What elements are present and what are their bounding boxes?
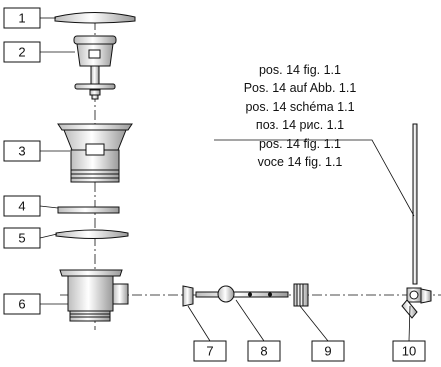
callout-number: 9: [324, 344, 331, 359]
callout-number: 4: [18, 199, 25, 214]
part-1-cap: [54, 12, 136, 24]
part-5-washer: [55, 229, 129, 239]
note-line: pos. 14 fig. 1.1: [258, 136, 341, 151]
part-8-rod: [195, 285, 289, 303]
callout-number: 1: [18, 11, 25, 26]
callout-leader-line: [408, 305, 411, 342]
callout-1: 1: [3, 7, 56, 29]
callout-box: [3, 293, 41, 315]
callout-box: [392, 340, 426, 362]
note-line: Pos. 14 auf Abb. 1.1: [243, 81, 357, 96]
note-line: pos. 14 schéma 1.1: [245, 99, 355, 114]
callout-leader-line: [39, 233, 58, 239]
callout-7: 7: [187, 305, 227, 362]
note-line: voce 14 fig. 1.1: [257, 155, 343, 170]
callout-number: 6: [18, 297, 25, 312]
callout-8: 8: [235, 299, 281, 362]
position-reference-note: pos. 14 fig. 1.1 Pos. 14 auf Abb. 1.1 po…: [214, 61, 386, 171]
part-6-drain-body: [59, 269, 129, 322]
callout-2: 2: [3, 41, 75, 63]
callout-leader-line: [235, 299, 265, 342]
callout-number: 5: [18, 231, 25, 246]
callout-leader-line: [187, 305, 211, 342]
callout-number: 2: [18, 45, 25, 60]
callout-box: [3, 140, 41, 162]
callout-3: 3: [3, 140, 70, 162]
callout-10: 10: [392, 305, 426, 362]
callout-box: [193, 340, 227, 362]
part-3-upper-body: [57, 123, 133, 183]
note-line: поз. 14 рис. 1.1: [255, 118, 345, 133]
callout-box: [3, 227, 41, 249]
part-9-bushing: [293, 283, 309, 307]
part-4-gasket: [57, 206, 120, 214]
part-7-nut: [182, 285, 194, 307]
part-2-plunger: [73, 35, 117, 100]
callout-box: [3, 41, 41, 63]
callout-number: 8: [260, 344, 267, 359]
callout-number: 3: [18, 144, 25, 159]
callout-number: 7: [206, 344, 213, 359]
callout-4: 4: [3, 195, 59, 217]
part-10-pivot-fitting: [401, 123, 432, 319]
callout-box: [311, 340, 345, 362]
callout-leader-line: [39, 205, 59, 209]
callout-box: [3, 7, 41, 29]
note-leader-line: [214, 139, 415, 217]
note-line: pos. 14 fig. 1.1: [258, 63, 341, 77]
callout-9: 9: [299, 305, 345, 362]
callout-labels: 1 2 3 4 5 6 7 8 9 10: [3, 7, 426, 362]
callout-leader-line: [299, 305, 329, 342]
callout-number: 10: [402, 344, 416, 359]
callout-box: [3, 195, 41, 217]
callout-6: 6: [3, 293, 68, 315]
callout-box: [247, 340, 281, 362]
callout-5: 5: [3, 227, 58, 249]
